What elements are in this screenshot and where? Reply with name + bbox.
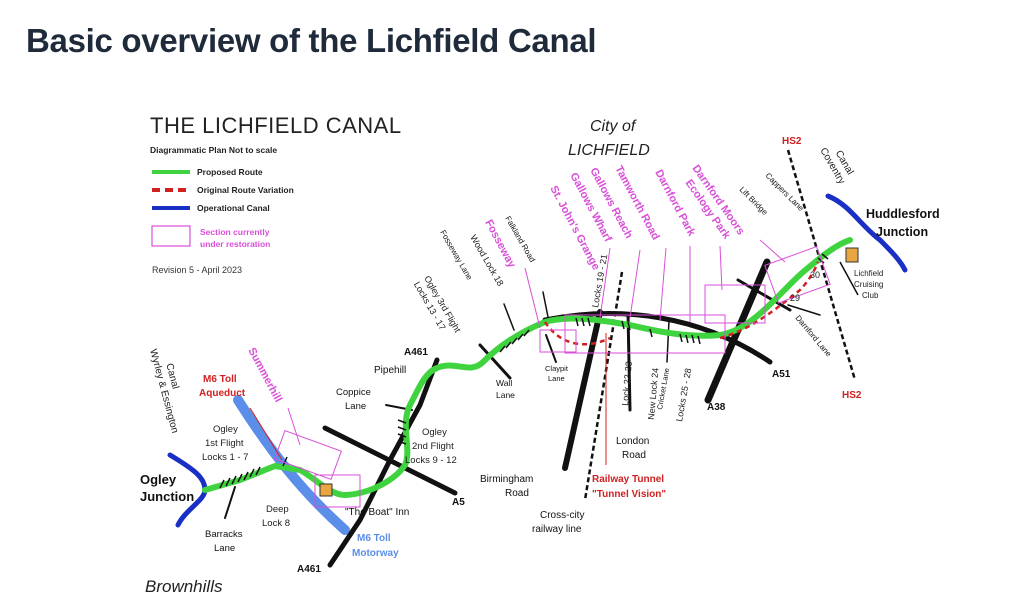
legend-proposed-label: Proposed Route — [197, 167, 263, 177]
m6-toll-label: M6 Toll Motorway — [352, 533, 399, 559]
railways — [583, 149, 859, 501]
wyrley-canal-label: Wyrley & Essington Canal — [147, 345, 192, 437]
locks-19-21 — [575, 317, 591, 327]
proposed-route — [202, 237, 853, 498]
locks-25-28 — [679, 333, 701, 345]
restoration-box-huddlesford — [764, 245, 831, 304]
lock-22-23-label: Lock 22-23 — [620, 361, 634, 406]
a38-label: A38 — [707, 402, 726, 413]
city-label-line1: City of — [590, 118, 637, 135]
restoration-box-boat-inn — [314, 474, 361, 508]
locks-25-28-label: Locks 25 - 28 — [674, 367, 693, 422]
lock-markers — [219, 253, 829, 489]
tunnel-label: Railway Tunnel "Tunnel Vision" — [592, 474, 667, 500]
road-claypit-lane — [545, 334, 557, 363]
lichfield-cruising-club-label: Lichfield Cruising Club — [854, 269, 886, 300]
brownhills-label: Brownhills — [145, 577, 223, 596]
road-barracks-lane — [224, 486, 236, 519]
legend-restoration-swatch — [151, 225, 191, 247]
pipehill-label: Pipehill — [374, 365, 406, 376]
ogley-3rd-flight-label: Ogley 3rd Flight Locks 13 - 17 — [412, 274, 464, 342]
new-lock-24-label: New Lock 24 — [646, 367, 660, 420]
road-darnford-lane — [787, 304, 821, 316]
barracks-lane-label: Barracks Lane — [205, 529, 245, 554]
locks-22-23 — [621, 320, 631, 331]
railway-cross-city — [583, 271, 624, 501]
wall-lane-label: Wall Lane — [496, 378, 515, 400]
legend-restoration-label: Section currently under restoration — [200, 227, 272, 249]
legend-variation-label: Original Route Variation — [197, 185, 294, 195]
coppice-lane-label: Coppice Lane — [336, 387, 374, 412]
leader-aqueduct — [249, 407, 283, 461]
lock-30-label: 30 — [810, 270, 820, 280]
leader-fosseway — [524, 267, 541, 329]
birmingham-road-label: Birmingham Road — [480, 474, 536, 499]
legend-operational-label: Operational Canal — [197, 203, 270, 213]
page-title: Basic overview of the Lichfield Canal — [26, 22, 597, 59]
restoration-leaders — [287, 239, 786, 446]
boat-inn-marker — [319, 483, 333, 497]
a461-bottom-label: A461 — [297, 564, 321, 575]
a51-label: A51 — [772, 369, 791, 380]
london-road-label: London Road — [616, 436, 652, 461]
coventry-canal-label: Coventry Canal — [817, 140, 858, 189]
leader-gallows-wharf — [629, 249, 641, 319]
lock-deep-8 — [282, 456, 288, 467]
restoration-sections — [274, 245, 831, 508]
map-legend: THE LICHFIELD CANAL Diagrammatic Plan No… — [150, 113, 402, 275]
summerhill-label: Summerhill — [245, 346, 284, 405]
huddlesford-junction-label: Huddlesford Junction — [866, 207, 943, 239]
road-fosseway-lane — [503, 303, 515, 331]
darnford-lane-label: Darnford Lane — [793, 314, 833, 359]
boat-inn-label: "The Boat" Inn — [345, 507, 409, 518]
road-london-road — [626, 312, 632, 412]
lift-bridge-label: Lift Bridge — [738, 185, 770, 217]
road-birmingham-road — [562, 309, 603, 471]
lock-29-label: 29 — [790, 293, 800, 303]
road-a5 — [322, 425, 458, 496]
map-revision: Revision 5 - April 2023 — [152, 265, 242, 275]
roads — [224, 258, 821, 568]
original-route-variation — [543, 261, 820, 346]
road-cricket-lane — [666, 319, 670, 363]
locks-ogley-3rd-flight — [499, 329, 530, 353]
railway-lichfield-club-line — [839, 261, 859, 296]
st-johns-grange-label: St. John's Grange — [547, 184, 602, 272]
map-title: THE LICHFIELD CANAL — [150, 113, 402, 138]
leader-darnford-moors — [759, 239, 786, 263]
lichfield-cruising-club-marker — [845, 247, 859, 263]
hs2-top-label: HS2 — [782, 136, 802, 147]
restoration-box-claypit — [539, 329, 577, 353]
a461-top-label: A461 — [404, 347, 428, 358]
ogley-junction-label: Ogley Junction — [140, 472, 194, 504]
restoration-box-central — [564, 314, 726, 354]
leader-gallows-reach — [659, 247, 667, 321]
ogley-2nd-flight-label: Ogley 2nd Flight Locks 9 - 12 — [405, 427, 457, 466]
cross-city-label: Cross-city railway line — [532, 510, 587, 535]
leader-summerhill — [287, 407, 301, 446]
lock-24 — [649, 328, 653, 338]
road-wall-lane — [478, 343, 512, 380]
map-subtitle: Diagrammatic Plan Not to scale — [150, 145, 277, 155]
leader-darnford-park — [719, 245, 723, 291]
coventry-canal — [825, 193, 908, 273]
a5-label: A5 — [452, 497, 465, 508]
hs2-bottom-label: HS2 — [842, 390, 862, 401]
leader-st-johns — [599, 247, 611, 319]
deep-lock-label: Deep Lock 8 — [262, 504, 291, 529]
locks-ogley-1st-flight — [219, 466, 261, 489]
aqueduct-label: M6 Toll Aqueduct — [199, 374, 246, 399]
city-label-line2: LICHFIELD — [568, 142, 650, 159]
ogley-1st-flight-label: Ogley 1st Flight Locks 1 - 7 — [202, 424, 248, 463]
claypit-lane-label: Claypit Lane — [545, 364, 570, 383]
restoration-box-summerhill — [274, 430, 342, 480]
operational-canals — [167, 193, 908, 528]
locks-ogley-2nd-flight — [397, 419, 407, 445]
restoration-box-darnford — [704, 284, 766, 324]
